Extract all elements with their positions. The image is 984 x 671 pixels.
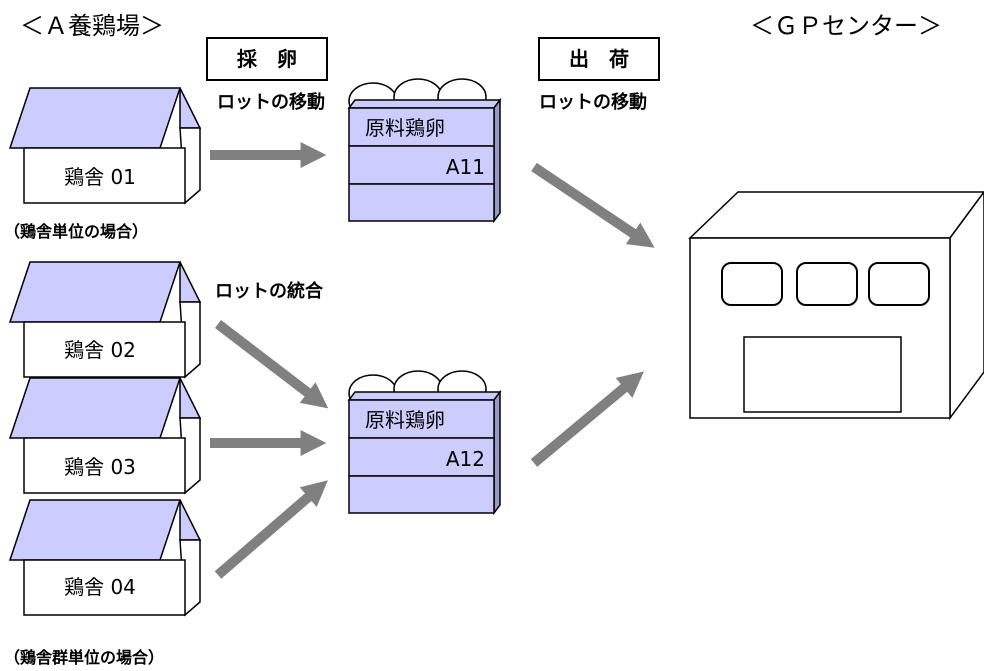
ship-step-box: 出 荷: [538, 37, 660, 81]
collect-step-box: 採 卵: [206, 37, 328, 81]
gp-center-building: [688, 190, 984, 421]
lot-merge-caption: ロットの統合: [215, 280, 324, 302]
crate-a12-title: 原料鶏卵: [365, 408, 445, 432]
house-02-label: 鶏舎 02: [64, 338, 136, 362]
house-01-label: 鶏舎 01: [64, 165, 136, 189]
collect-step-label: 採 卵: [237, 47, 297, 71]
per-group-caption: （鶏舎群単位の場合）: [4, 648, 164, 667]
crate-a11-title: 原料鶏卵: [365, 116, 445, 140]
lot-move-caption-2: ロットの移動: [539, 91, 647, 113]
arrow-a12-to-gp: [530, 371, 644, 467]
house-03-label: 鶏舎 03: [64, 455, 136, 479]
egg-crate-a12: 原料鶏卵 A12: [347, 370, 502, 516]
arrow-house04-to-a12: [214, 480, 328, 579]
house-04: 鶏舎 04: [8, 499, 202, 617]
house-03: 鶏舎 03: [8, 377, 202, 495]
house-04-label: 鶏舎 04: [64, 575, 136, 599]
building-door: [743, 336, 902, 413]
building-window-2: [796, 262, 858, 306]
arrow-a11-to-gp: [531, 162, 655, 248]
per-house-caption: （鶏舎単位の場合）: [4, 222, 148, 241]
ship-step-label: 出 荷: [569, 47, 629, 71]
arrow-house02-to-a12: [214, 320, 329, 409]
gp-center-heading: ＜ＧＰセンター＞: [750, 12, 942, 40]
flow-arrows: [210, 142, 655, 579]
crate-a12-lot: A12: [446, 447, 485, 471]
farm-heading: ＜Ａ養鶏場＞: [20, 12, 164, 40]
building-window-1: [721, 262, 783, 306]
crate-a11-lot: A11: [446, 155, 485, 179]
house-02: 鶏舎 02: [8, 261, 202, 379]
egg-crate-a11: 原料鶏卵 A11: [347, 78, 502, 224]
building-window-3: [868, 262, 930, 306]
lot-move-caption-1: ロットの移動: [217, 91, 325, 113]
house-01: 鶏舎 01: [8, 87, 202, 205]
